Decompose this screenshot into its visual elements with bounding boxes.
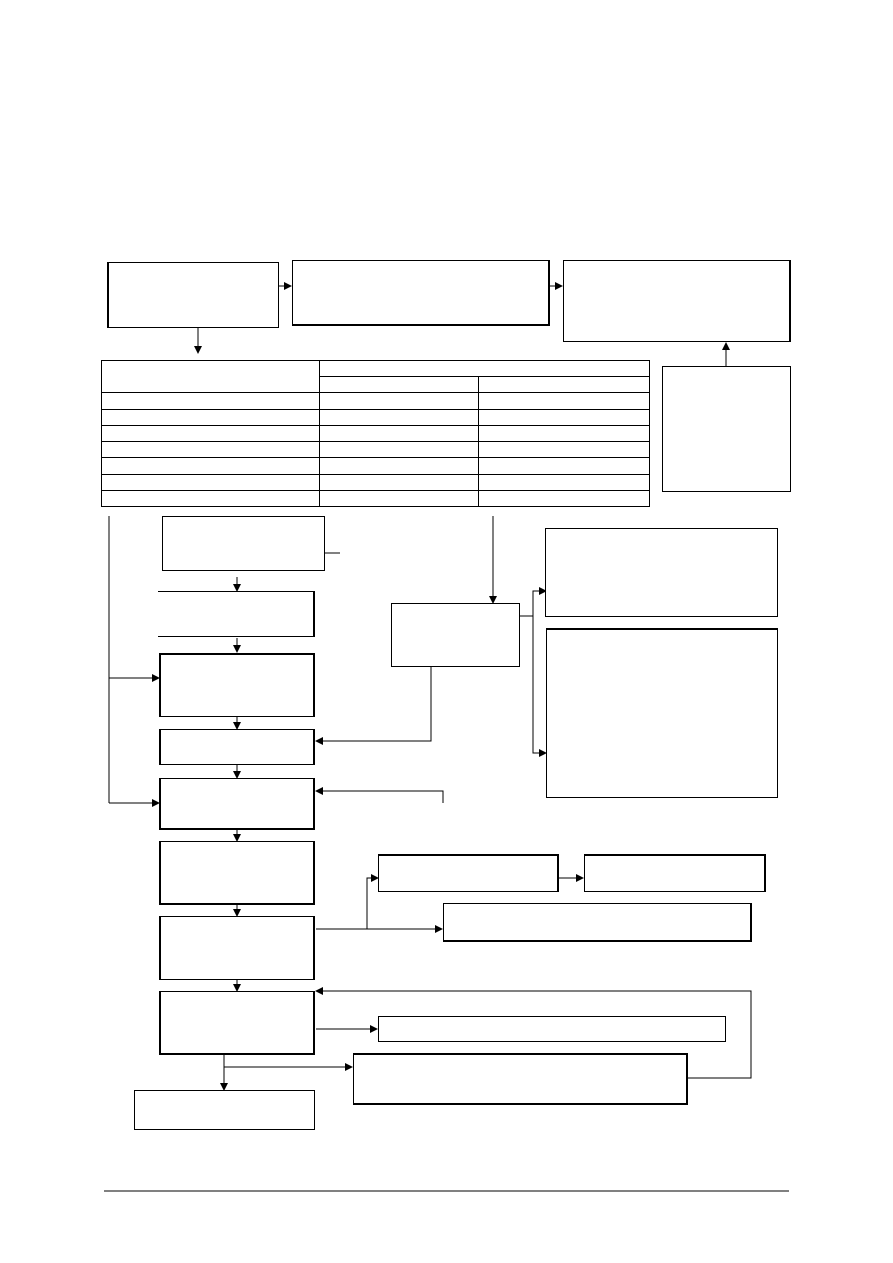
table-cell [319,424,479,443]
table-row [101,441,650,459]
branch-box-upper [545,528,778,617]
table-cell [101,359,320,394]
table-cell [478,424,650,443]
chain-box-5 [159,778,315,830]
chain-box-7 [159,916,315,980]
arrow-branch-1 [520,587,547,617]
arrow-loop-back [315,987,752,1079]
table-cell [478,392,650,410]
arrow-in-chain5 [315,787,444,803]
table-cell [101,441,320,459]
start-box [107,262,279,328]
branch-box-lower [546,628,778,798]
table-cell [478,489,650,508]
chain-box-2 [158,591,315,637]
table-row [101,392,650,410]
arrow-out-1 [316,874,379,930]
table-cell [101,489,320,508]
chain-box-3 [159,653,315,717]
table-cell [319,408,479,426]
data-table [101,359,650,508]
end-box [134,1090,315,1130]
table-cell [319,473,479,491]
chain-box-1 [162,516,325,571]
table-cell [478,473,650,491]
output-box-4 [378,1016,726,1042]
table-cell [101,408,320,426]
table-cell [319,441,479,459]
top-right-box [563,260,791,342]
table-cell [478,441,650,459]
right-side-box [662,366,791,492]
output-box-1 [378,854,559,892]
loop-box [353,1053,688,1105]
arrow-branch-2 [532,616,547,757]
arrow-mid-to-chain [315,667,432,745]
table-cell [478,376,650,394]
table-cell [101,424,320,443]
table-cell [319,392,479,410]
top-middle-box [292,260,550,326]
table-row [101,424,650,443]
table-subheader-row [102,376,650,394]
output-box-3 [443,903,752,942]
decision-box [391,603,520,667]
table-header-row [101,359,650,394]
table-row [101,408,650,426]
chain-box-4 [159,729,315,765]
table-cell [319,359,650,378]
output-box-2 [584,854,766,892]
chain-box-8 [159,991,315,1055]
table-cell [319,376,479,394]
table-cell [101,473,320,491]
table-cell [319,489,479,508]
table-cell [478,408,650,426]
table-cell [101,457,320,475]
table-row [101,489,650,508]
table-row [101,473,650,491]
table-cell [319,457,479,475]
table-cell [101,392,320,410]
table-row [101,457,650,475]
chain-box-6 [159,841,315,905]
table-cell [478,457,650,475]
